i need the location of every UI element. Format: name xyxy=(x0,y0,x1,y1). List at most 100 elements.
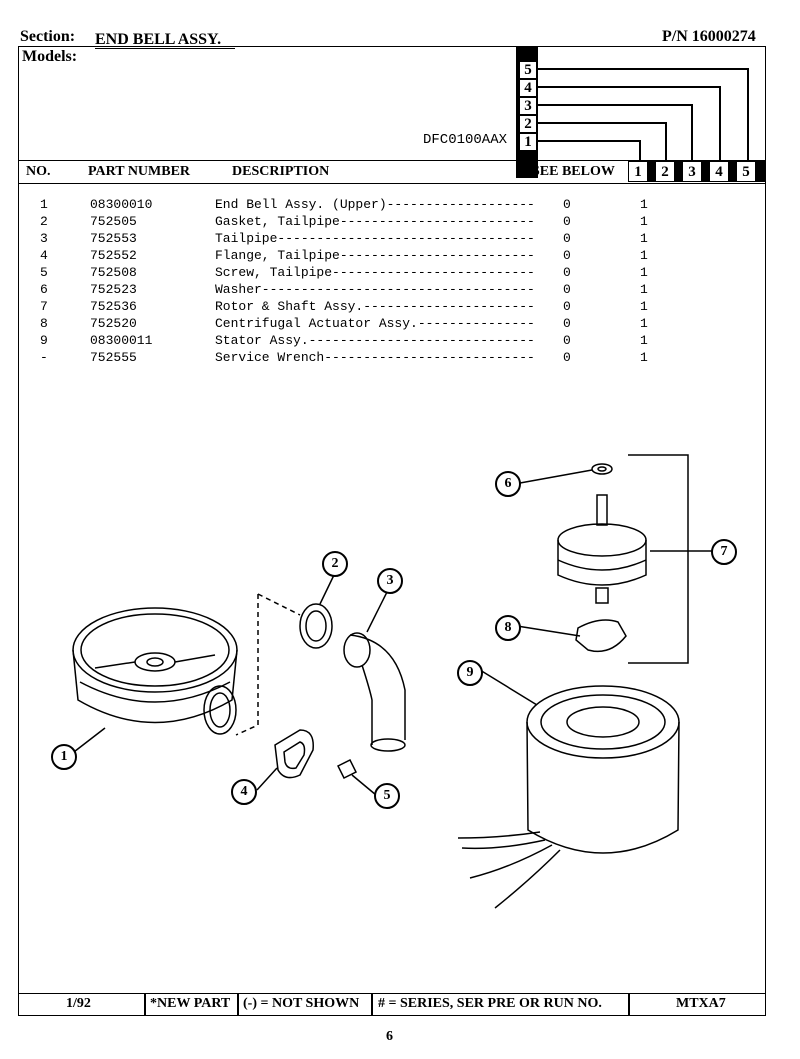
row-no: 2 xyxy=(40,214,48,229)
footer-new-part: *NEW PART xyxy=(150,996,231,1011)
column-gap xyxy=(675,161,682,182)
footer-divider xyxy=(628,993,630,1015)
row-part-number: 752508 xyxy=(90,265,137,280)
table-row: 8 752520 Centrifugal Actuator Assy.-----… xyxy=(0,316,648,333)
callout-6: 6 xyxy=(495,471,521,497)
row-description: Service Wrench--------------------------… xyxy=(215,350,535,365)
callout-5: 5 xyxy=(374,783,400,809)
footer-not-shown: (-) = NOT SHOWN xyxy=(243,996,360,1011)
row-no: 1 xyxy=(40,197,48,212)
column-box-1: 1 xyxy=(628,161,648,182)
footer-series: # = SERIES, SER PRE OR RUN NO. xyxy=(378,996,602,1011)
callout-1: 1 xyxy=(51,744,77,770)
row-description: Centrifugal Actuator Assy.--------------… xyxy=(215,316,535,331)
model-name: DFC0100AAX xyxy=(423,132,508,148)
row-no: 3 xyxy=(40,231,48,246)
footer-divider xyxy=(371,993,373,1015)
table-row: 9 08300011 Stator Assy.-----------------… xyxy=(0,333,648,350)
row-part-number: 752505 xyxy=(90,214,137,229)
table-row: 7 752536 Rotor & Shaft Assy.------------… xyxy=(0,299,648,316)
row-part-number: 752552 xyxy=(90,248,137,263)
row-col-value: 0 xyxy=(563,214,571,229)
row-col-value: 1 xyxy=(640,316,648,331)
row-col-value: 0 xyxy=(563,333,571,348)
page-number: 6 xyxy=(386,1029,393,1044)
row-description: Gasket, Tailpipe------------------------… xyxy=(215,214,535,229)
footer-divider xyxy=(237,993,239,1015)
section-title: END BELL ASSY. xyxy=(95,31,222,48)
footer-date: 1/92 xyxy=(66,996,91,1011)
row-part-number: 752523 xyxy=(90,282,137,297)
callout-7: 7 xyxy=(711,539,737,565)
table-row: 1 08300010 End Bell Assy. (Upper)-------… xyxy=(0,197,648,214)
row-no: 6 xyxy=(40,282,48,297)
washer-drawing xyxy=(591,463,613,475)
column-gap xyxy=(702,161,709,182)
row-col-value: 0 xyxy=(563,299,571,314)
row-col-value: 0 xyxy=(563,350,571,365)
table-row: - 752555 Service Wrench-----------------… xyxy=(0,350,648,367)
row-description: Stator Assy.----------------------------… xyxy=(215,333,535,348)
column-box-4: 4 xyxy=(709,161,729,182)
model-index-4: 4 xyxy=(519,79,537,97)
column-gap xyxy=(648,161,655,182)
row-description: Screw, Tailpipe-------------------------… xyxy=(215,265,535,280)
row-col-value: 0 xyxy=(563,231,571,246)
tailpipe-drawing xyxy=(343,632,406,752)
callout-3: 3 xyxy=(377,568,403,594)
column-box-2: 2 xyxy=(655,161,675,182)
row-description: Rotor & Shaft Assy.---------------------… xyxy=(215,299,535,314)
row-part-number: 752555 xyxy=(90,350,137,365)
column-header-part-number: PART NUMBER xyxy=(88,164,191,179)
section-underline xyxy=(95,48,235,49)
row-col-value: 0 xyxy=(563,197,571,212)
row-col-value: 1 xyxy=(640,248,648,263)
row-description: Tailpipe--------------------------------… xyxy=(215,231,535,246)
row-col-value: 1 xyxy=(640,350,648,365)
row-col-value: 1 xyxy=(640,265,648,280)
row-no: 8 xyxy=(40,316,48,331)
row-col-value: 1 xyxy=(640,197,648,212)
screw-drawing xyxy=(336,758,358,780)
row-col-value: 0 xyxy=(563,316,571,331)
callout-4: 4 xyxy=(231,779,257,805)
actuator-drawing xyxy=(575,619,627,653)
column-gap xyxy=(756,161,766,182)
exploded-parts-diagram xyxy=(69,454,712,909)
stator-drawing xyxy=(457,685,680,909)
table-row: 6 752523 Washer-------------------------… xyxy=(0,282,648,299)
row-part-number: 752536 xyxy=(90,299,137,314)
model-connector-lines xyxy=(536,68,749,162)
footer-divider xyxy=(144,993,146,1015)
column-header-description: DESCRIPTION xyxy=(232,164,330,179)
page-frame xyxy=(18,46,766,1016)
flange-drawing xyxy=(274,729,314,779)
models-label: Models: xyxy=(22,48,78,65)
row-col-value: 1 xyxy=(640,231,648,246)
row-description: Flange, Tailpipe------------------------… xyxy=(215,248,535,263)
footer-code: MTXA7 xyxy=(676,996,726,1011)
table-row: 2 752505 Gasket, Tailpipe---------------… xyxy=(0,214,648,231)
row-col-value: 1 xyxy=(640,333,648,348)
row-description: End Bell Assy. (Upper)------------------… xyxy=(215,197,535,212)
row-part-number: 08300010 xyxy=(90,197,153,212)
row-no: 5 xyxy=(40,265,48,280)
callout-2: 2 xyxy=(322,551,348,577)
row-no: 9 xyxy=(40,333,48,348)
row-part-number: 752553 xyxy=(90,231,137,246)
rotor-drawing xyxy=(557,494,647,604)
row-col-value: 0 xyxy=(563,248,571,263)
row-no: 4 xyxy=(40,248,48,263)
table-row: 4 752552 Flange, Tailpipe---------------… xyxy=(0,248,648,265)
row-col-value: 1 xyxy=(640,282,648,297)
row-description: Washer----------------------------------… xyxy=(215,282,535,297)
part-number-label: P/N 16000274 xyxy=(662,28,756,45)
callout-8: 8 xyxy=(495,615,521,641)
table-header-row xyxy=(18,160,766,184)
row-col-value: 1 xyxy=(640,299,648,314)
column-box-5: 5 xyxy=(736,161,756,182)
row-no: - xyxy=(40,350,48,365)
row-col-value: 1 xyxy=(640,214,648,229)
footer-bar xyxy=(18,993,766,1015)
column-header-see-below: #SEE BELOW xyxy=(525,164,615,179)
